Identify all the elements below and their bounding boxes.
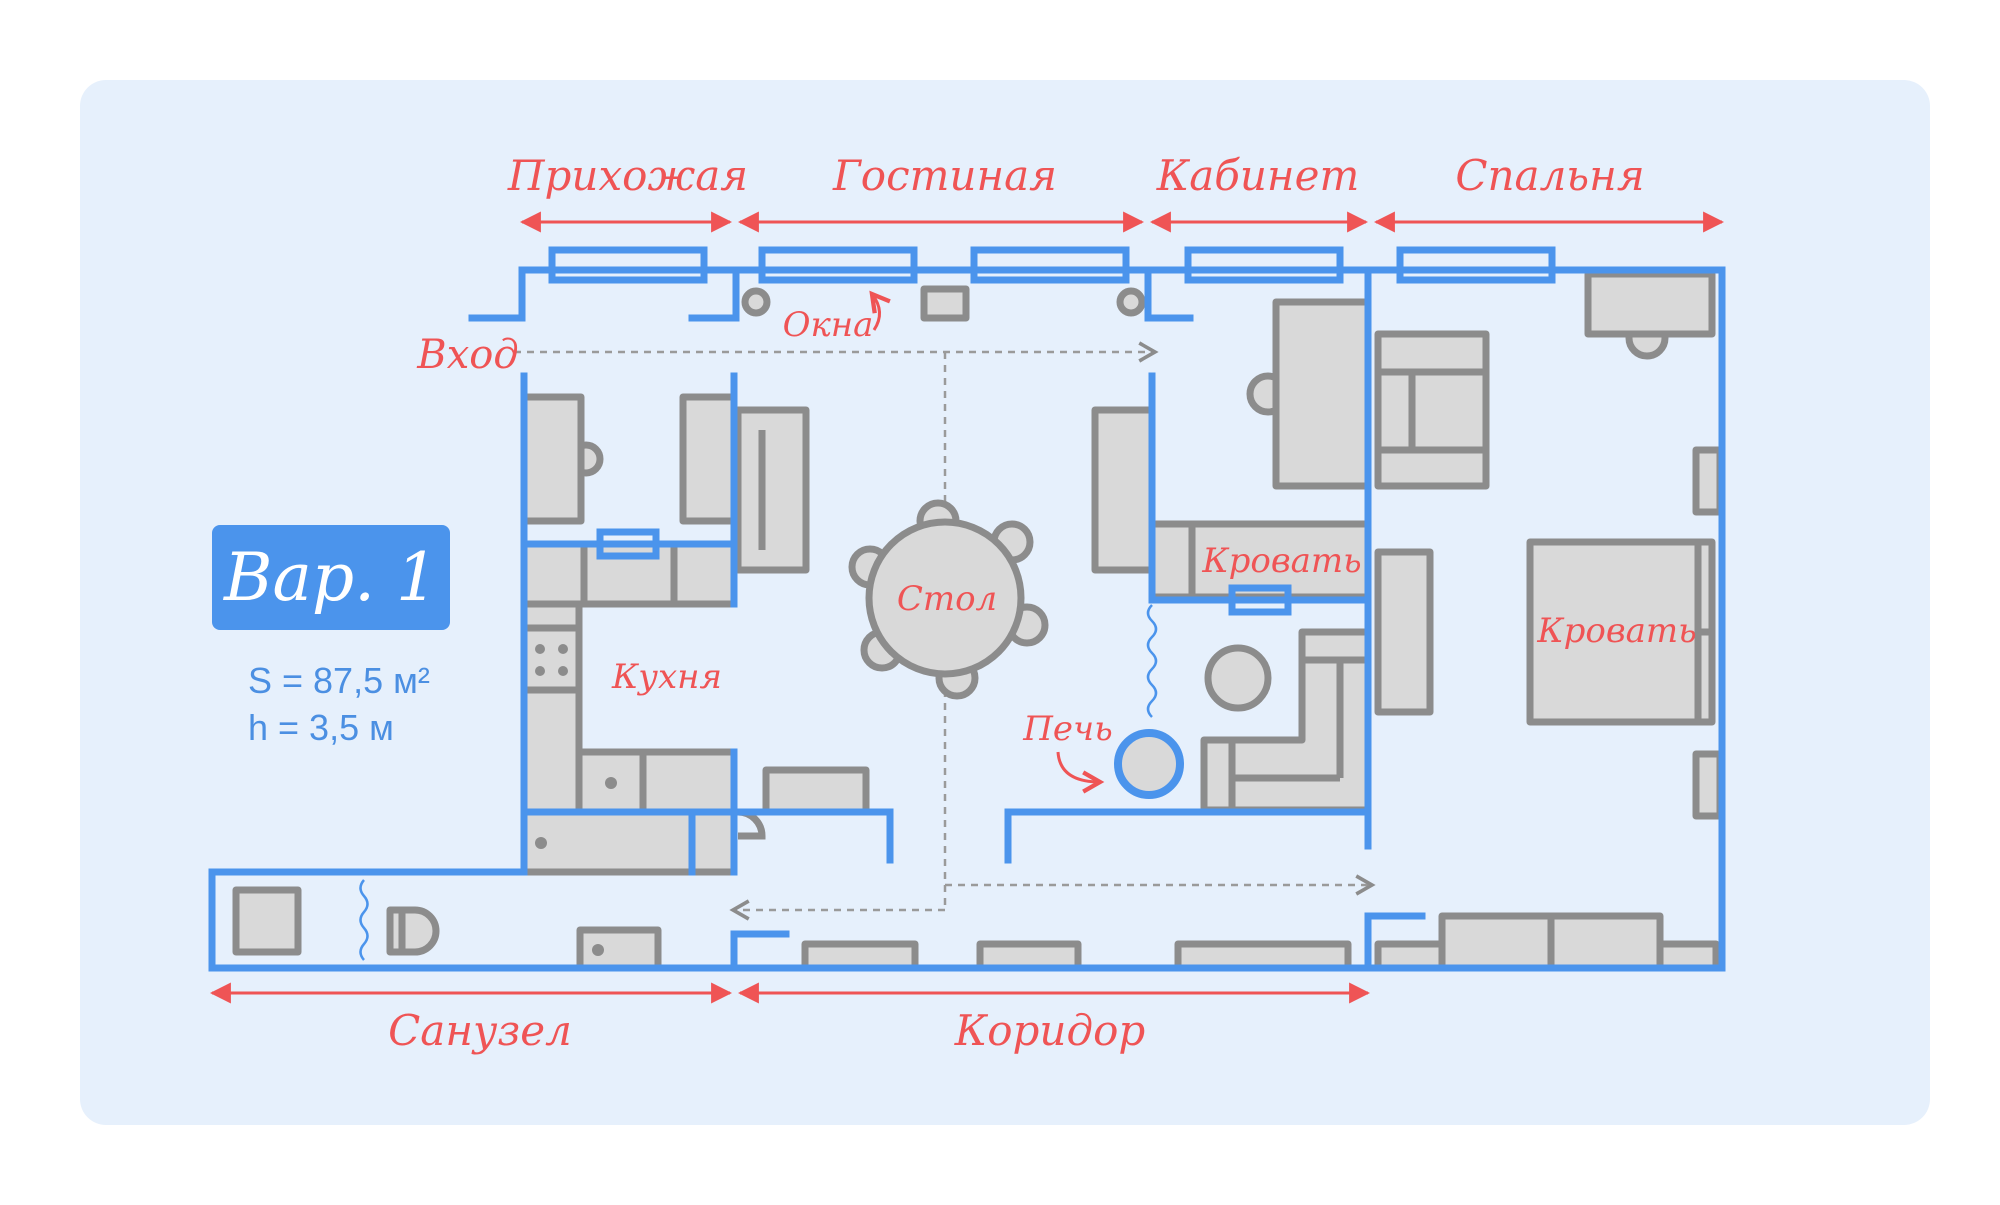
tv-stand	[920, 285, 970, 322]
kitchen-counter-lower	[520, 808, 738, 876]
stove-icon	[520, 624, 583, 694]
washing-machine	[576, 926, 662, 972]
windows-label: Окна	[783, 305, 874, 345]
variant-badge	[212, 525, 450, 630]
study-bed-label: Кровать	[1201, 541, 1361, 581]
room-label-bedroom: Спальня	[1455, 151, 1644, 200]
corridor-shelf-1	[801, 940, 919, 972]
stove-circle-icon	[1114, 729, 1184, 799]
entrance-label: Вход	[416, 332, 518, 378]
shower-tray	[232, 886, 302, 956]
corridor-shelf-3	[1174, 940, 1352, 972]
room-label-hallway: Прихожая	[507, 151, 748, 200]
study-desk	[1272, 298, 1372, 490]
window-plant-left	[741, 287, 771, 317]
area-stat: S = 87,5 м²	[248, 660, 430, 701]
height-stat: h = 3,5 м	[248, 707, 394, 748]
variant-label: Вар. 1	[223, 539, 438, 616]
dining-table	[865, 518, 1025, 678]
windows-arrow	[869, 290, 891, 331]
walls	[208, 266, 1726, 972]
toilet-icon	[386, 906, 440, 956]
kitchen-label: Кухня	[611, 657, 722, 697]
window-plant-right	[1116, 287, 1146, 317]
windows	[548, 246, 1556, 616]
nightstand-bottom	[1692, 750, 1724, 820]
window-bedroom	[1396, 246, 1556, 284]
window-study	[1184, 246, 1344, 284]
window-hallway	[548, 246, 708, 284]
hallway-wardrobe	[679, 393, 738, 525]
window-living-1	[758, 246, 918, 284]
bedroom-bed	[1526, 538, 1716, 726]
bedroom-desk	[1584, 270, 1716, 338]
room-label-living-room: Гостиная	[832, 151, 1057, 200]
table-label: Стол	[897, 579, 997, 619]
hallway-cabinet	[520, 393, 585, 525]
corridor-shelf-2	[976, 940, 1082, 972]
window-living-2	[970, 246, 1130, 284]
room-label-study: Кабинет	[1156, 151, 1360, 200]
bathroom-curtain	[359, 879, 369, 961]
room-label-bathroom: Санузел	[388, 1006, 572, 1055]
bedroom-dresser	[1374, 548, 1434, 716]
bedroom-wardrobe	[1374, 330, 1490, 490]
bedroom-bed-label: Кровать	[1536, 611, 1696, 651]
study-bookcase	[1091, 406, 1156, 574]
stove-arrow	[1056, 751, 1105, 794]
room-label-corridor: Коридор	[954, 1006, 1146, 1055]
chimney-pipe	[1146, 604, 1158, 718]
window-study-inner	[1228, 584, 1292, 616]
kitchen-bench	[762, 766, 870, 816]
kitchen-counter-bottom	[575, 748, 738, 816]
nightstand-top	[1692, 446, 1724, 516]
living-sofa	[734, 406, 810, 574]
stove-label: Печь	[1022, 709, 1112, 749]
ottoman	[1204, 644, 1272, 712]
window-kitchen-inner	[596, 528, 660, 560]
